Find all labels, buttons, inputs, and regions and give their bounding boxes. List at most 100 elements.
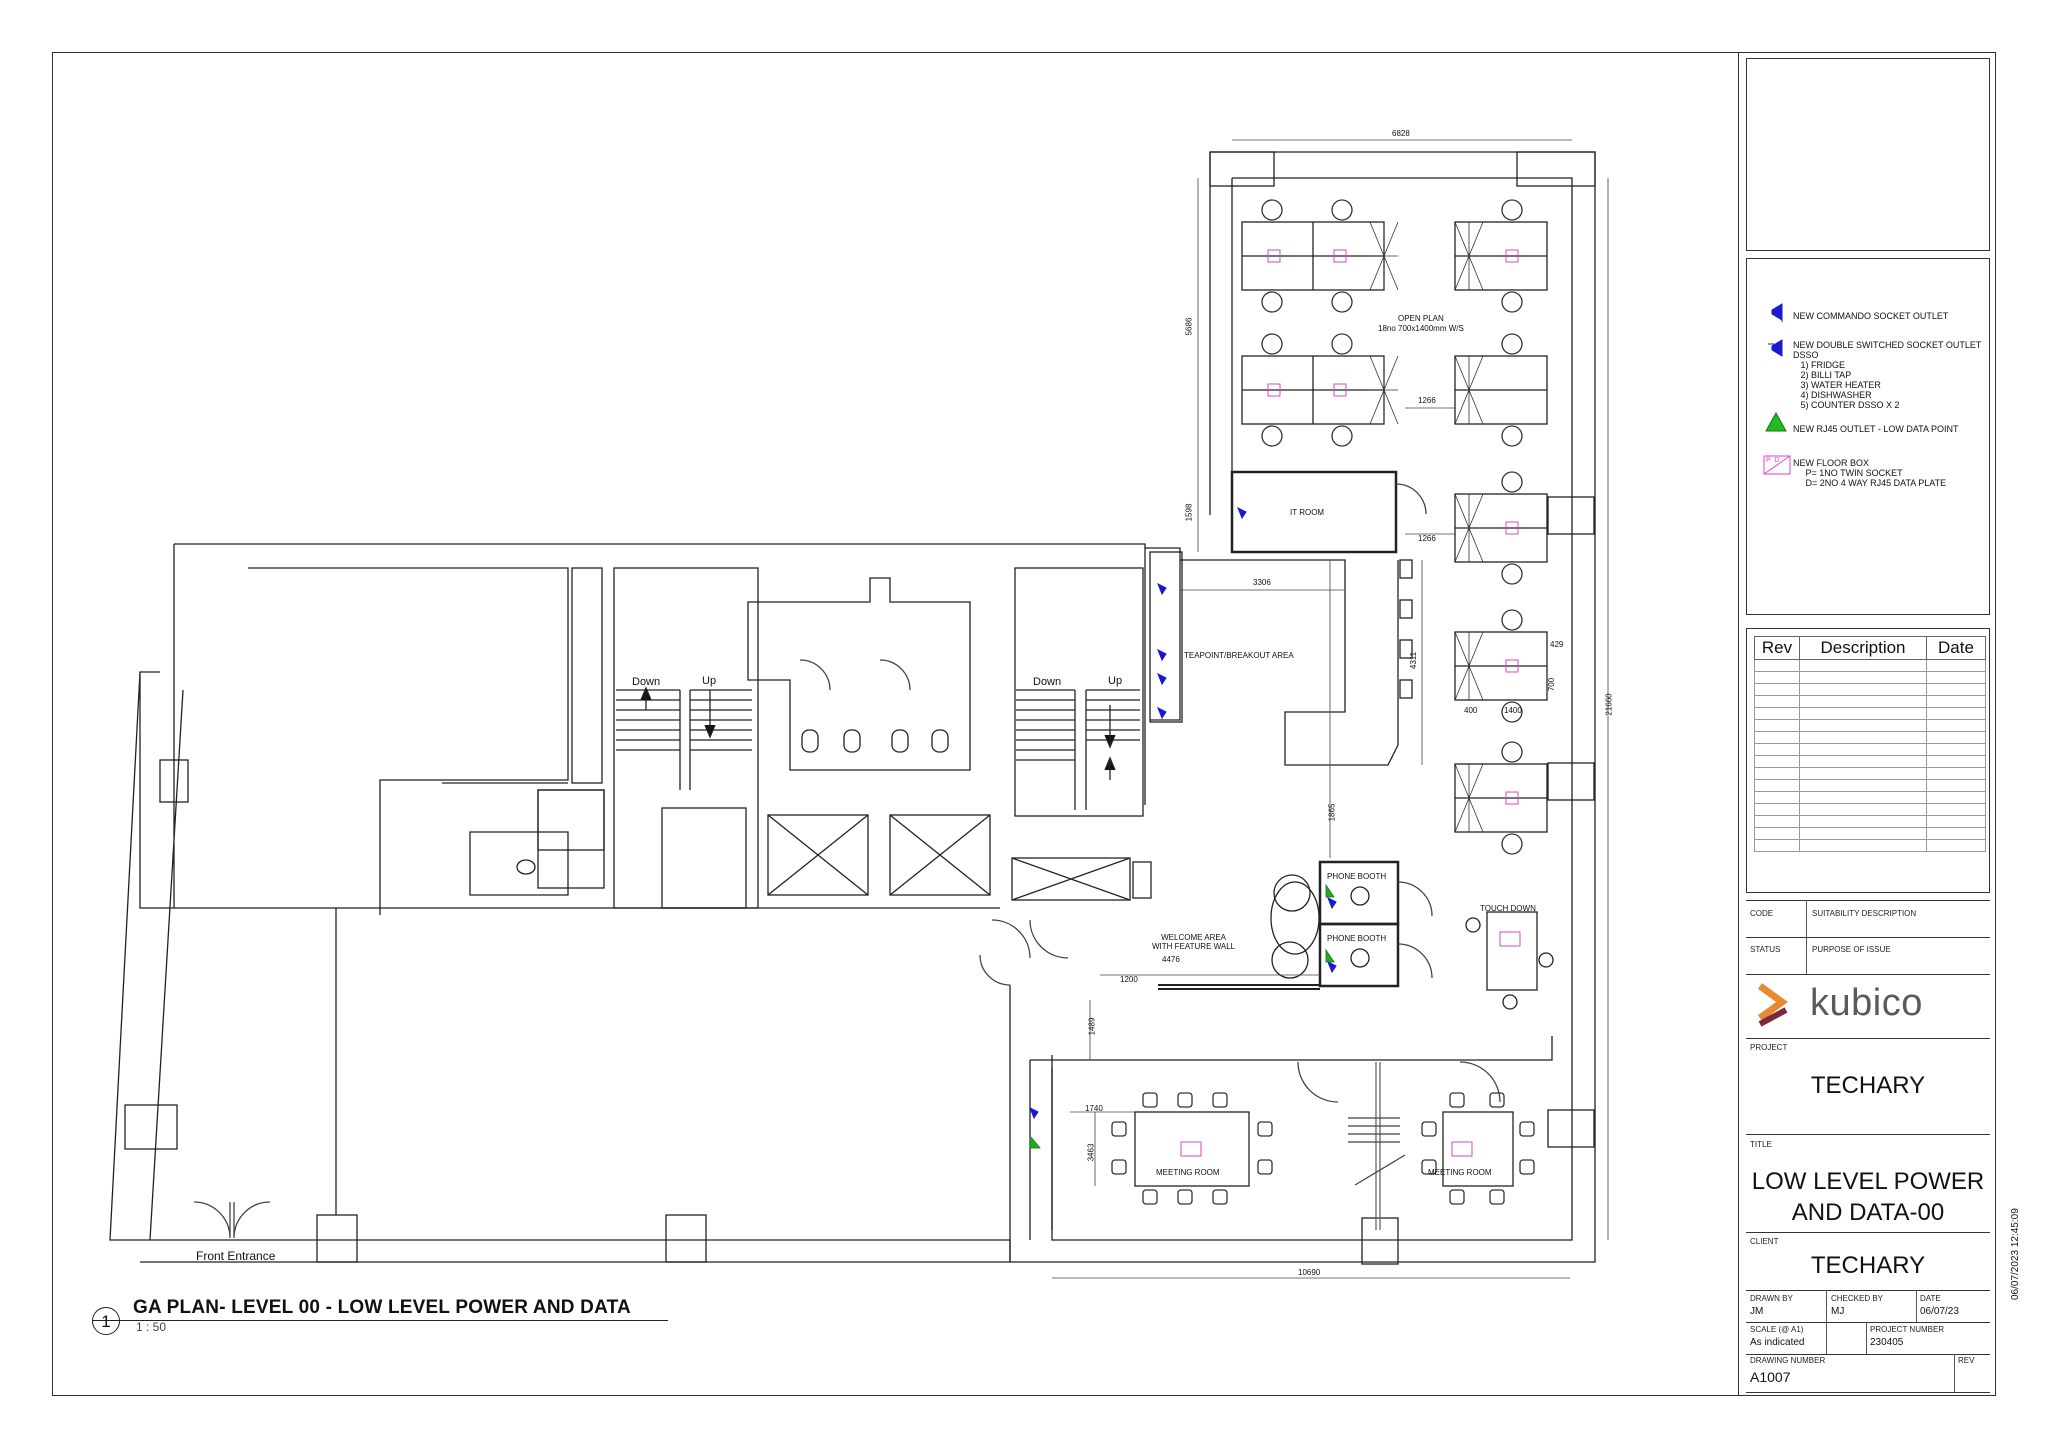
tb-divider — [1954, 1354, 1955, 1392]
rev-cell — [1754, 815, 1800, 828]
meeting-chairs-1 — [1111, 1092, 1273, 1205]
rev-cell — [1799, 755, 1927, 768]
dim-1266a: 1266 — [1418, 396, 1436, 405]
status-label: STATUS — [1750, 945, 1781, 954]
legend-commando: NEW COMMANDO SOCKET OUTLET — [1793, 311, 1949, 321]
rev-cell — [1799, 839, 1927, 852]
floor-plan — [109, 139, 1609, 1279]
stair-treads-2 — [1016, 689, 1140, 810]
tb-line — [1746, 1134, 1990, 1135]
legend-box — [1746, 258, 1990, 615]
rev-label: REV — [1958, 1356, 1975, 1365]
rev-cell — [1754, 719, 1800, 732]
rev-cell — [1799, 671, 1927, 684]
rev-cell — [1754, 707, 1800, 720]
rev-row — [1754, 839, 1986, 852]
chair-icon — [1350, 948, 1370, 968]
revision-table: Rev Description Date — [1754, 636, 1986, 852]
rev-row — [1754, 803, 1986, 816]
planters — [1369, 221, 1484, 833]
tb-divider — [1866, 1322, 1867, 1354]
dim-6828: 6828 — [1392, 129, 1410, 138]
round-table — [1270, 881, 1320, 955]
rev-cell — [1754, 791, 1800, 804]
rev-cell — [1926, 815, 1986, 828]
desk-cluster-1 — [1241, 221, 1385, 291]
drawing-title-2: AND DATA-00 — [1791, 1199, 1945, 1226]
room-label-phone-booth-1: PHONE BOOTH — [1327, 872, 1387, 881]
title-block — [1738, 52, 1996, 1396]
rev-row — [1754, 695, 1986, 708]
bar-stool — [1399, 639, 1413, 659]
plot-timestamp: 06/07/2023 12:45:09 — [2010, 1208, 2021, 1300]
desk-cluster-3 — [1454, 221, 1548, 291]
tb-line — [1746, 900, 1990, 901]
it-room — [1230, 470, 1398, 554]
drawing-title-1: LOW LEVEL POWER — [1751, 1168, 1985, 1195]
rev-cell — [1799, 683, 1927, 696]
column — [665, 1214, 707, 1263]
tb-line — [1746, 1322, 1990, 1323]
tb-line — [1746, 937, 1990, 938]
column — [1516, 151, 1596, 187]
code-label: CODE — [1750, 909, 1774, 918]
rev-row — [1754, 779, 1986, 792]
toilet-icon — [891, 729, 909, 753]
plan-number: 1 — [92, 1307, 120, 1335]
wc-block — [248, 567, 569, 915]
rev-cell — [1926, 695, 1986, 708]
column — [1547, 1109, 1595, 1148]
wall-right-wing — [1009, 151, 1596, 1263]
rev-cell — [1799, 731, 1927, 744]
column — [1209, 151, 1275, 187]
tb-line — [1746, 974, 1990, 975]
rev-cell — [1754, 827, 1800, 840]
purpose-label: PURPOSE OF ISSUE — [1812, 945, 1891, 954]
meeting-table-1 — [1134, 1111, 1250, 1187]
stair-down-label-1: Down — [632, 676, 661, 688]
meeting-table-2 — [1442, 1111, 1514, 1187]
floor-boxes — [1180, 249, 1521, 1157]
rev-cell — [1754, 767, 1800, 780]
project-name: TECHARY — [1810, 1072, 1926, 1099]
stair-core-1 — [613, 567, 759, 909]
client-label: CLIENT — [1750, 1237, 1779, 1246]
phone-booth-2 — [1318, 922, 1400, 988]
rev-row — [1754, 671, 1986, 684]
up-arrow-1 — [704, 690, 716, 739]
date-header: Date — [1926, 636, 1986, 660]
floor-box-icon — [1763, 455, 1791, 475]
rev-cell — [1754, 731, 1800, 744]
tb-line — [1746, 1038, 1990, 1039]
desk-cluster-2 — [1241, 355, 1385, 425]
front-entrance-label: Front Entrance — [196, 1249, 276, 1263]
kubico-logo-icon — [1757, 983, 1788, 1027]
rev-cell — [1799, 779, 1927, 792]
toilet-icon — [931, 729, 949, 753]
desk-chairs — [1261, 199, 1523, 855]
rev-cell — [1799, 827, 1927, 840]
rev-cell — [1799, 791, 1927, 804]
floor-box-symbol-text: P D — [1766, 457, 1780, 464]
rev-cell — [1926, 839, 1986, 852]
rev-cell — [1754, 755, 1800, 768]
tb-line — [1746, 1232, 1990, 1233]
rev-cell — [1754, 659, 1800, 672]
power-symbols — [1029, 506, 1337, 1120]
blinds — [1348, 1117, 1406, 1186]
rev-row — [1754, 767, 1986, 780]
drawn-by-label: DRAWN BY — [1750, 1294, 1793, 1303]
room-label-teapoint: TEAPOINT/BREAKOUT AREA — [1184, 651, 1294, 660]
rev-cell — [1926, 767, 1986, 780]
legend-dsso: NEW DOUBLE SWITCHED SOCKET OUTLET DSSO 1… — [1793, 340, 1982, 410]
plan-scale: 1 : 50 — [136, 1320, 167, 1334]
chair-icon — [1502, 994, 1518, 1010]
partition — [537, 789, 605, 889]
dim-1489: 1489 — [1087, 1017, 1097, 1036]
rev-row — [1754, 827, 1986, 840]
down-arrow-1 — [640, 686, 652, 710]
room-label-meeting-2: MEETING ROOM — [1428, 1168, 1492, 1177]
riser — [1132, 861, 1152, 899]
chair-icon — [1350, 886, 1370, 906]
rev-row — [1754, 683, 1986, 696]
